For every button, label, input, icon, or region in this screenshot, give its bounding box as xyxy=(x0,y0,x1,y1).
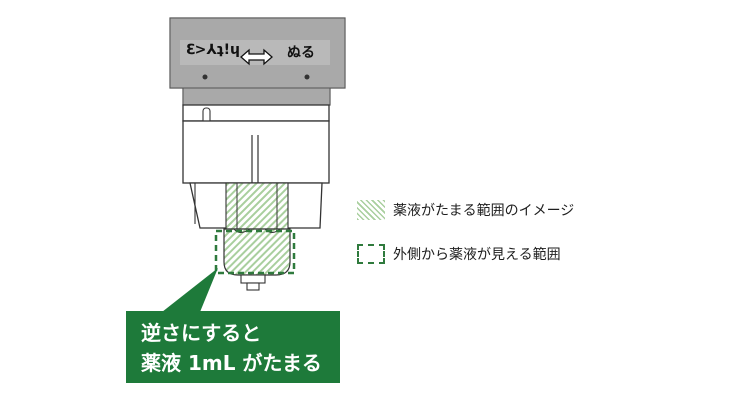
cap-top xyxy=(169,17,346,106)
legend-label-hatch: 薬液がたまる範囲のイメージ xyxy=(393,203,575,219)
fluid-region xyxy=(223,182,291,276)
callout-line-2: 薬液 1mL がたまる xyxy=(141,351,322,375)
legend-item-hatch: 薬液がたまる範囲のイメージ xyxy=(357,200,574,220)
callout-box xyxy=(126,268,340,383)
nozzle-tip xyxy=(240,274,266,291)
cap-label-left: ℇ>⅄ʇ!ɥ xyxy=(186,42,241,58)
hatch-swatch-icon xyxy=(357,200,385,220)
dashed-swatch-icon xyxy=(357,244,385,264)
container-body xyxy=(182,104,330,229)
legend-label-dashed: 外側から薬液が見える範囲 xyxy=(393,247,561,263)
legend-item-dashed: 外側から薬液が見える範囲 xyxy=(357,244,561,264)
cap-dot-left xyxy=(202,74,208,80)
callout-text: 逆さにすると 薬液 1mL がたまる xyxy=(141,318,341,378)
cap-dot-right xyxy=(304,74,310,80)
cap-label-right: ぬる xyxy=(287,45,315,61)
double-arrow-icon xyxy=(240,48,273,66)
callout-line-1: 逆さにすると xyxy=(141,321,262,345)
